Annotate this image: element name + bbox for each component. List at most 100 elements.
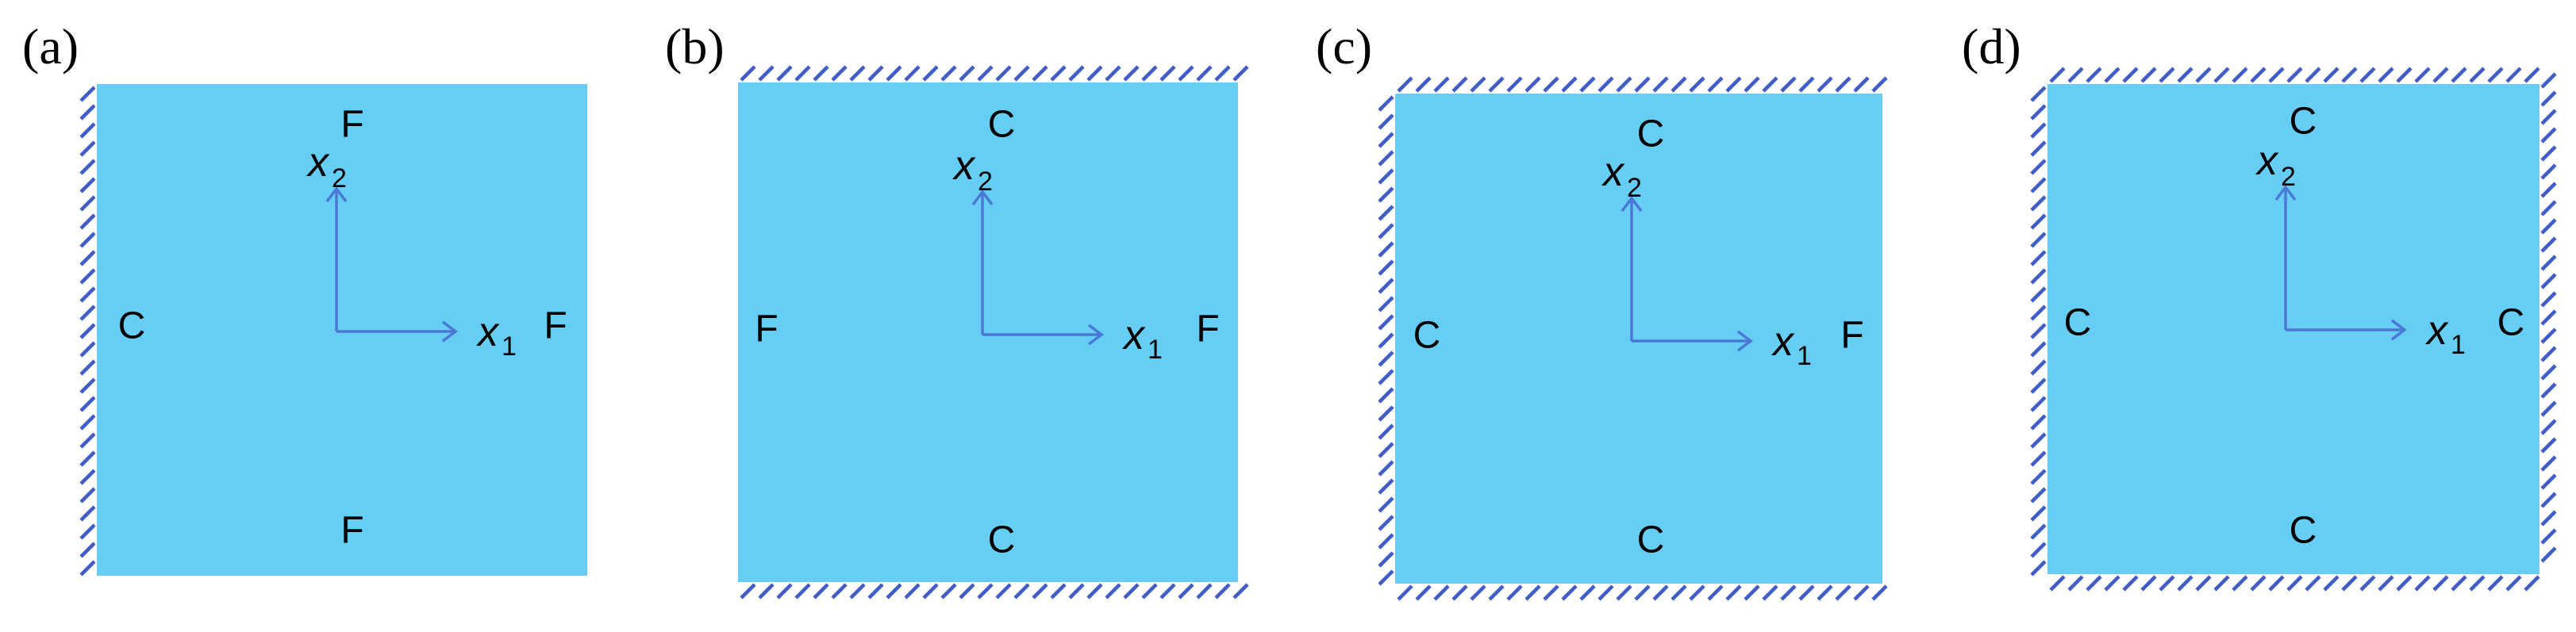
hatch-mark bbox=[1050, 65, 1067, 82]
hatch-mark bbox=[867, 65, 884, 82]
hatch-mark bbox=[1123, 65, 1140, 82]
hatch-mark bbox=[1378, 350, 1394, 367]
hatch-mark bbox=[940, 65, 957, 82]
hatch-mark bbox=[1451, 76, 1468, 93]
hatch-mark bbox=[1013, 65, 1030, 82]
hatch-mark bbox=[1378, 278, 1394, 294]
hatch-mark bbox=[2104, 575, 2120, 592]
hatch-mark bbox=[2030, 122, 2047, 139]
hatch-mark bbox=[2432, 67, 2449, 83]
hatch-mark bbox=[1105, 583, 1121, 599]
hatch-mark bbox=[2487, 575, 2504, 592]
hatch-mark bbox=[1689, 76, 1705, 93]
hatch-mark bbox=[2159, 67, 2175, 83]
hatch-mark bbox=[2177, 67, 2193, 83]
hatch-mark bbox=[2140, 67, 2157, 83]
hatch-mark bbox=[740, 583, 756, 599]
hatch-mark bbox=[2030, 560, 2047, 576]
hatch-mark bbox=[2086, 575, 2102, 592]
hatch-mark bbox=[2540, 473, 2557, 490]
hatch-mark bbox=[2030, 250, 2047, 266]
hatch-mark bbox=[1378, 515, 1394, 531]
clamped-edge-left bbox=[2030, 86, 2047, 576]
hatch-mark bbox=[940, 583, 957, 599]
hatch-mark bbox=[1470, 76, 1486, 93]
hatch-mark bbox=[1579, 76, 1596, 93]
hatch-mark bbox=[2505, 67, 2522, 83]
hatch-mark bbox=[794, 65, 811, 82]
hatch-mark bbox=[2540, 364, 2557, 381]
x1-arrowhead bbox=[1736, 330, 1753, 352]
hatch-mark bbox=[2030, 432, 2047, 449]
hatch-mark bbox=[1634, 76, 1651, 93]
hatch-mark bbox=[1032, 583, 1048, 599]
hatch-mark bbox=[1068, 65, 1085, 82]
hatch-mark bbox=[1378, 168, 1394, 185]
hatch-mark bbox=[794, 583, 811, 599]
hatch-mark bbox=[2323, 575, 2340, 592]
edge-label-right: F bbox=[544, 305, 567, 347]
hatch-mark bbox=[1378, 113, 1394, 130]
hatch-mark bbox=[2250, 575, 2266, 592]
hatch-mark bbox=[1762, 584, 1778, 601]
hatch-mark bbox=[995, 65, 1012, 82]
hatch-mark bbox=[2540, 528, 2557, 545]
hatch-mark bbox=[79, 305, 96, 321]
hatch-mark bbox=[959, 65, 975, 82]
hatch-mark bbox=[1652, 584, 1669, 601]
hatch-mark bbox=[2341, 67, 2358, 83]
hatch-mark bbox=[1707, 76, 1724, 93]
x1-arrowhead bbox=[1087, 324, 1104, 346]
hatch-mark bbox=[2540, 90, 2557, 107]
hatch-mark bbox=[1397, 76, 1413, 93]
hatch-mark bbox=[2540, 200, 2557, 216]
clamped-edge-bottom bbox=[1397, 584, 1888, 601]
x2-axis-label: x bbox=[952, 143, 976, 189]
hatch-mark bbox=[2540, 400, 2557, 417]
hatch-mark bbox=[2030, 341, 2047, 358]
hatch-mark bbox=[2540, 218, 2557, 235]
hatch-mark bbox=[2030, 305, 2047, 321]
x2-arrowhead bbox=[2274, 185, 2297, 201]
hatch-mark bbox=[1086, 65, 1103, 82]
hatch-mark bbox=[1871, 584, 1888, 601]
hatch-mark bbox=[1616, 584, 1632, 601]
hatch-mark bbox=[2341, 575, 2358, 592]
hatch-mark bbox=[1086, 583, 1103, 599]
hatch-mark bbox=[2451, 67, 2467, 83]
hatch-mark bbox=[2487, 67, 2504, 83]
hatch-mark bbox=[1798, 584, 1815, 601]
hatch-mark bbox=[1835, 584, 1851, 601]
hatch-mark bbox=[2414, 575, 2431, 592]
hatch-mark bbox=[1378, 442, 1394, 458]
hatch-mark bbox=[758, 65, 775, 82]
hatch-mark bbox=[1616, 76, 1632, 93]
hatch-mark bbox=[2250, 67, 2266, 83]
hatch-mark bbox=[79, 122, 96, 139]
hatch-mark bbox=[1433, 584, 1450, 601]
hatch-mark bbox=[1433, 76, 1450, 93]
hatch-mark bbox=[79, 396, 96, 412]
hatch-mark bbox=[79, 177, 96, 193]
edge-label-top: C bbox=[988, 104, 1016, 146]
edge-label-top: C bbox=[1637, 113, 1665, 155]
hatch-mark bbox=[2268, 575, 2285, 592]
hatch-mark bbox=[1378, 241, 1394, 258]
hatch-mark bbox=[1798, 76, 1815, 93]
hatch-mark bbox=[904, 65, 921, 82]
hatch-mark bbox=[2195, 67, 2212, 83]
hatch-mark bbox=[849, 65, 866, 82]
plate bbox=[1395, 94, 1882, 584]
hatch-mark bbox=[1506, 584, 1523, 601]
hatch-mark bbox=[2030, 177, 2047, 193]
hatch-mark bbox=[1853, 584, 1870, 601]
hatch-mark bbox=[1470, 584, 1486, 601]
hatch-mark bbox=[831, 65, 848, 82]
hatch-mark bbox=[1159, 583, 1176, 599]
edge-label-bottom: F bbox=[340, 510, 363, 552]
edge-label-right: C bbox=[2497, 302, 2525, 344]
hatch-mark bbox=[2122, 575, 2139, 592]
